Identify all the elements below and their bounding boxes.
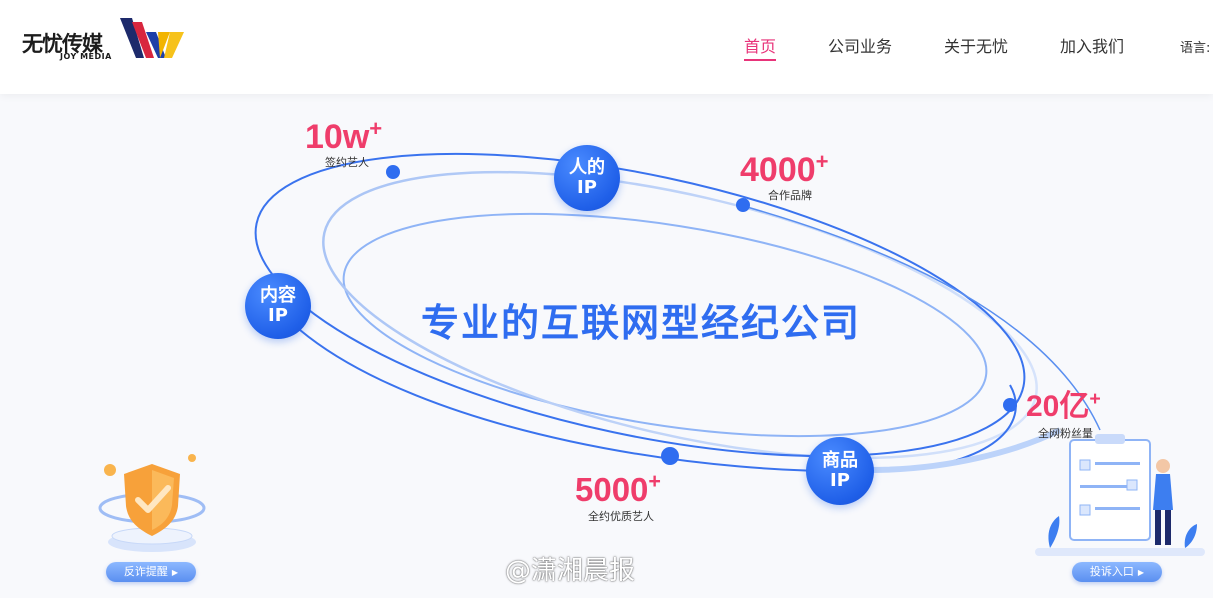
- stat-fans-label: 全网粉丝量: [1038, 427, 1093, 440]
- play-arrow-icon: ▶: [1137, 568, 1145, 577]
- ip-node-content-line2: IP: [268, 305, 288, 326]
- orbit-ring-lower: [299, 329, 1017, 473]
- orbit-dot-brands: [736, 198, 750, 212]
- main-nav: 首页 公司业务 关于无忧 加入我们: [0, 33, 1213, 63]
- orbit-dot-artists: [386, 165, 400, 179]
- ip-node-content-line1: 内容: [260, 285, 296, 306]
- nav-about-label: 关于无忧: [944, 37, 1009, 56]
- nav-active-underline: [744, 59, 777, 61]
- shield-check-icon: [98, 454, 206, 552]
- fraud-reminder-label: 反诈提醒: [123, 565, 168, 578]
- ip-node-goods-line2: IP: [830, 470, 850, 491]
- brand-logo[interactable]: 无忧传媒 JOY MEDIA: [22, 18, 192, 62]
- hero-headline: 专业的互联网型经纪公司: [421, 301, 862, 345]
- nav-join-label: 加入我们: [1060, 37, 1125, 56]
- site-header: 无忧传媒 JOY MEDIA 首页 公司业务 关于无忧 加入我们 语言:: [0, 0, 1213, 94]
- brand-name-cn: 无忧传媒: [22, 32, 103, 56]
- ip-node-content[interactable]: 内容 IP: [245, 273, 311, 339]
- ip-node-goods[interactable]: 商品 IP: [806, 437, 874, 505]
- stat-artists-value: 10w+: [305, 116, 383, 156]
- complaint-entry-label: 投诉入口: [1089, 565, 1134, 578]
- nav-business-label: 公司业务: [828, 37, 893, 56]
- stat-exclusive-label: 全约优质艺人: [588, 510, 654, 523]
- source-watermark: @潇湘晨报: [505, 556, 636, 586]
- nav-join[interactable]: 加入我们: [1060, 33, 1124, 57]
- clipboard-person-icon: [1035, 434, 1205, 556]
- stat-brands-label: 合作品牌: [768, 189, 812, 202]
- stat-brands-value: 4000+: [740, 149, 829, 189]
- brand-name-en: JOY MEDIA: [60, 52, 112, 61]
- nav-business[interactable]: 公司业务: [828, 33, 892, 57]
- brand-w-mark-icon: [120, 18, 184, 58]
- fraud-reminder-button[interactable]: 反诈提醒▶: [106, 562, 196, 582]
- complaint-entry-button[interactable]: 投诉入口▶: [1072, 562, 1162, 582]
- ip-node-goods-line1: 商品: [822, 450, 858, 471]
- nav-about[interactable]: 关于无忧: [944, 33, 1008, 57]
- language-selector[interactable]: 语言:: [1180, 41, 1211, 56]
- ip-node-people-line1: 人的: [569, 157, 605, 178]
- stat-artists-label: 签约艺人: [325, 156, 369, 169]
- stat-fans-value: 20亿+: [1026, 388, 1101, 423]
- play-arrow-icon: ▶: [171, 568, 179, 577]
- nav-home[interactable]: 首页: [744, 33, 777, 61]
- orbit-dot-exclusive: [661, 447, 679, 465]
- nav-home-label: 首页: [744, 37, 777, 56]
- ip-node-people-line2: IP: [577, 177, 597, 198]
- ip-node-people[interactable]: 人的 IP: [554, 145, 620, 211]
- orbit-dot-fans: [1003, 398, 1017, 412]
- stat-exclusive-value: 5000+: [575, 469, 661, 508]
